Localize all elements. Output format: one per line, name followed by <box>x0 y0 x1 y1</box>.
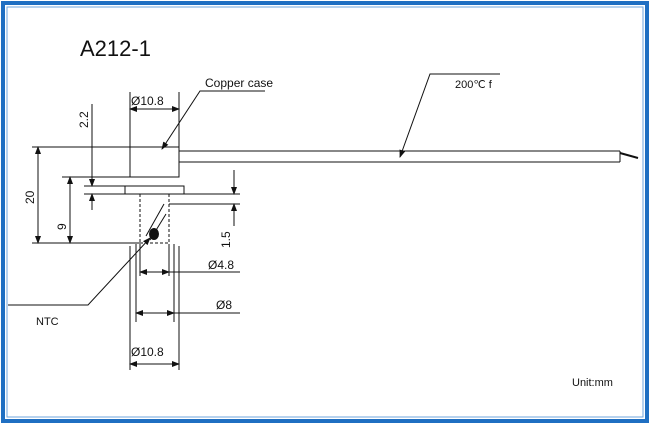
dim-20: 20 <box>23 190 37 204</box>
ntc-bead <box>149 228 159 240</box>
ntc-label: NTC <box>36 316 59 328</box>
dim-2-2: 2.2 <box>77 111 91 128</box>
part-title: A212-1 <box>80 36 151 61</box>
cable-temp-label: 200℃ f <box>455 79 493 91</box>
flange <box>124 185 185 195</box>
wire-tail <box>619 152 639 159</box>
copper-case-leader <box>161 90 265 150</box>
copper-case <box>129 146 180 178</box>
dim-8: Ø8 <box>216 298 232 312</box>
dim-4-8: Ø4.8 <box>208 258 234 272</box>
unit-label: Unit:mm <box>572 377 613 389</box>
copper-case-label: Copper case <box>205 76 273 90</box>
dim-top-diameter: Ø10.8 <box>131 94 164 108</box>
dim-9: 9 <box>55 223 69 230</box>
dim-1-5: 1.5 <box>219 231 233 248</box>
inner-frame <box>6 6 644 418</box>
ntc-leader <box>8 237 151 306</box>
dim-bottom-diameter: Ø10.8 <box>131 345 164 359</box>
cable-leader <box>399 73 500 158</box>
